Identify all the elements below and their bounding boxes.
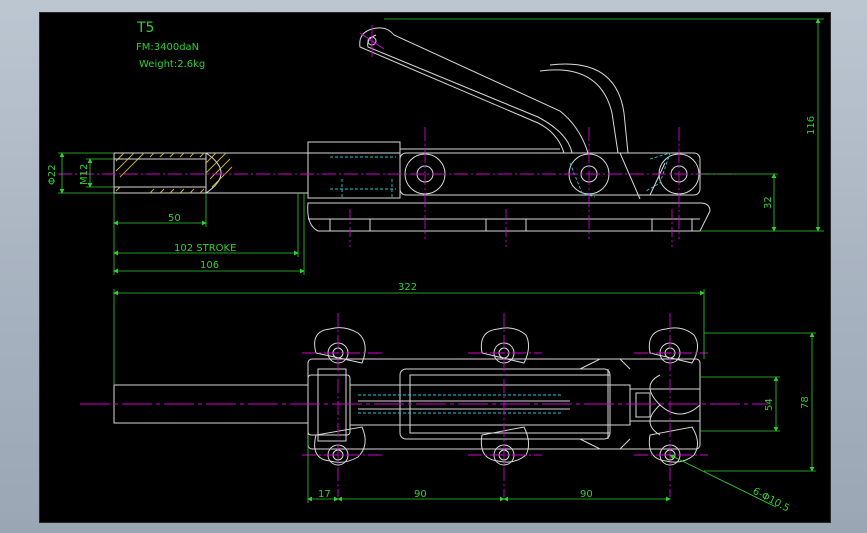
dim-len-17: 17 (318, 489, 331, 500)
dim-height-116: 116 (806, 116, 817, 135)
top-view: 322 54 78 17 90 90 (80, 282, 816, 514)
dim-width-54: 54 (764, 398, 775, 411)
side-view: Φ22 M12 50 102 STROKE 106 (47, 18, 824, 275)
dim-len-50: 50 (168, 213, 181, 224)
weight-label: Weight:2.6kg (139, 59, 205, 70)
dim-pitch-90-a: 90 (414, 489, 427, 500)
cad-drawing: T5 FM:3400daN Weight:2.6kg (47, 18, 824, 514)
dim-width-78: 78 (800, 396, 811, 409)
dim-holes: 6-Φ10.5 (751, 486, 792, 515)
plunger-rod (113, 152, 308, 194)
dim-height-32: 32 (763, 196, 774, 209)
top-dimensions: 322 54 78 17 90 90 (113, 282, 816, 515)
handle-lever (359, 27, 589, 154)
dim-stroke-102: 102 STROKE (174, 243, 236, 254)
dim-m12: M12 (79, 164, 90, 185)
dim-len-322: 322 (398, 282, 417, 293)
dim-len-106: 106 (200, 260, 219, 271)
side-dimensions: Φ22 M12 50 102 STROKE 106 (47, 18, 824, 275)
dim-pitch-90-b: 90 (580, 489, 593, 500)
mounting-ears (314, 327, 698, 463)
dim-dia-22: Φ22 (47, 164, 58, 185)
drawing-title: T5 (136, 20, 154, 36)
base-plate (307, 202, 711, 232)
force-label: FM:3400daN (136, 42, 199, 53)
drawing-canvas: T5 FM:3400daN Weight:2.6kg (39, 12, 831, 523)
guide-block (307, 141, 401, 199)
